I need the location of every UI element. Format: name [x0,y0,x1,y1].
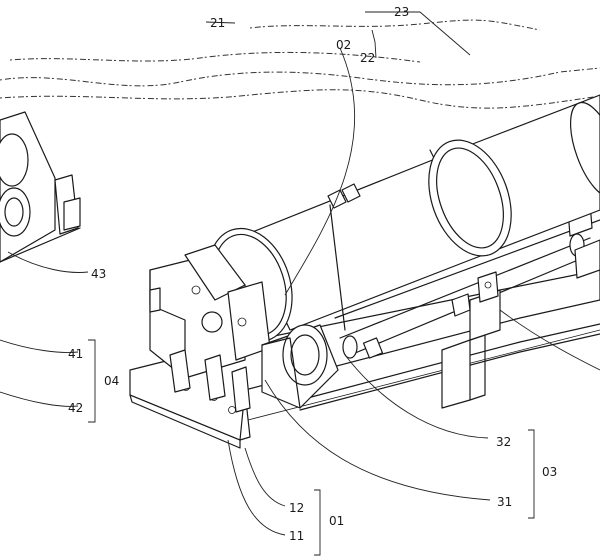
leader-lines [0,11,600,556]
label-42: 42 [68,401,83,415]
label-12: 12 [289,501,304,515]
left-wheel-assembly [0,111,81,263]
label-22: 22 [360,51,375,65]
right-supports [441,201,600,409]
label-41: 41 [68,347,83,361]
label-21: 21 [210,16,225,30]
scan-noise [0,19,600,109]
label-01: 01 [329,514,344,528]
label-23: 23 [394,5,409,19]
drum-cylinder [207,94,600,343]
label-32: 32 [496,435,511,449]
label-02: 02 [336,38,351,52]
roller-block [261,324,339,409]
label-04: 04 [104,374,119,388]
base-legs [169,349,251,413]
label-03: 03 [542,465,557,479]
label-31: 31 [497,495,512,509]
reference-labels: 21 23 02 22 43 41 04 42 32 03 31 12 01 1… [68,5,557,543]
end-bracket [149,244,271,379]
label-43: 43 [91,267,106,281]
label-11: 11 [289,529,304,543]
